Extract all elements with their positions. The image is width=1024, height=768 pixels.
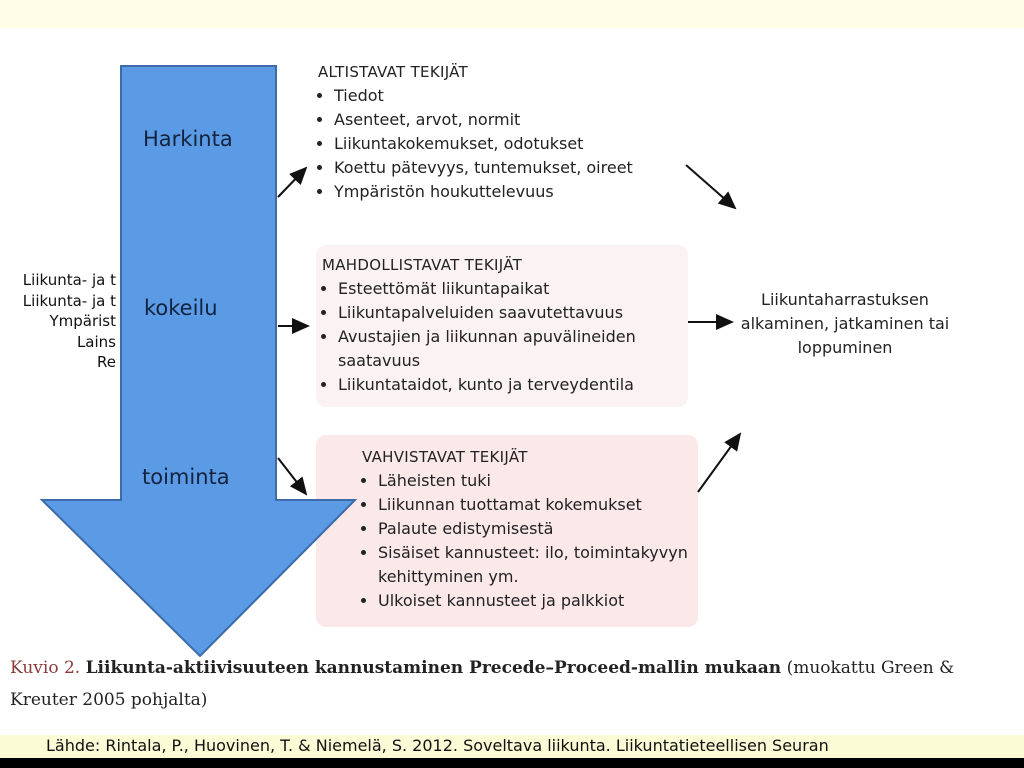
list-item: Liikuntapalveluiden saavutettavuus [338,301,682,325]
arrow-to-predisposing [277,166,308,198]
list-item: Liikunnan tuottamat kokemukset [378,493,692,517]
left-factor: Liikunta- ja t [22,271,116,289]
list-item: Sisäiset kannusteet: ilo, toimintakyvyn … [378,541,692,589]
arrow-from-reinforcing [697,432,742,493]
top-band [0,0,1024,28]
list-item: Tiedot [334,84,698,108]
arrow-to-reinforcing [277,457,308,496]
stage-progress-arrow [39,65,358,658]
list-item: Ulkoiset kannusteet ja palkkiot [378,589,692,613]
source-text: Lähde: Rintala, P., Huovinen, T. & Nieme… [46,736,829,755]
left-factor: Liikunta- ja t [22,291,116,310]
left-factors-list: Liikunta- ja t Liikunta- ja t Ympärist L… [23,270,116,373]
enabling-factors-box: MAHDOLLISTAVAT TEKIJÄT Esteettömät liiku… [316,245,688,407]
arrow-from-predisposing [685,164,737,210]
caption-title: Liikunta-aktiivisuuteen kannustaminen Pr… [85,658,782,678]
list-item: Liikuntataidot, kunto ja terveydentila [338,373,682,397]
group-title: MAHDOLLISTAVAT TEKIJÄT [322,256,523,274]
list-item: Ympäristön houkuttelevuus [334,180,698,204]
list-item: Asenteet, arvot, normit [334,108,698,132]
list-item: Koettu pätevyys, tuntemukset, oireet [334,156,698,180]
group-title: ALTISTAVAT TEKIJÄT [318,63,469,81]
caption-note: (muokattu Green & Kreuter 2005 pohjalta) [10,658,955,710]
list-item: Palaute edistymisestä [378,517,692,541]
list-item: Esteettömät liikuntapaikat [338,277,682,301]
list-item: Avustajien ja liikunnan apuvälineiden sa… [338,325,682,373]
figure-caption: Kuvio 2. Liikunta-aktiivisuuteen kannust… [10,652,1000,716]
group-title: VAHVISTAVAT TEKIJÄT [362,448,528,466]
stage-kokeilu: kokeilu [144,296,218,320]
reinforcing-factors-box: VAHVISTAVAT TEKIJÄT Läheisten tuki Liiku… [316,435,698,627]
caption-label: Kuvio 2. [10,658,81,678]
left-factor: Lains [76,332,116,351]
list-item: Liikuntakokemukset, odotukset [334,132,698,156]
left-factor: Ympärist [49,312,116,330]
stage-harkinta: Harkinta [143,127,233,151]
list-item: Läheisten tuki [378,469,692,493]
stage-toiminta: toiminta [142,465,230,489]
bottom-bar [0,758,1024,768]
left-factor: Re [97,353,116,371]
source-band [0,735,1024,758]
predisposing-factors-box: ALTISTAVAT TEKIJÄT Tiedot Asenteet, arvo… [318,60,698,204]
outcome-text: Liikuntaharrastuksen alkaminen, jatkamin… [740,290,950,357]
